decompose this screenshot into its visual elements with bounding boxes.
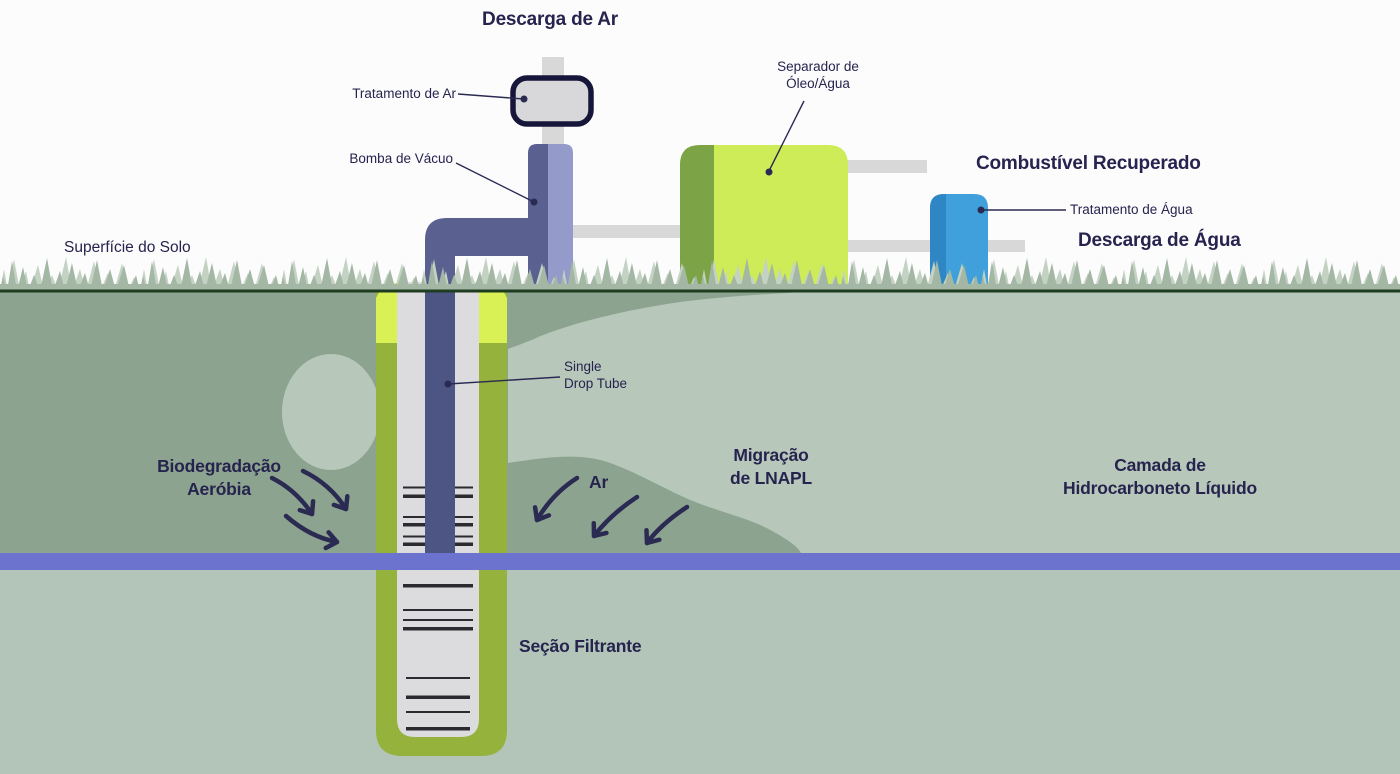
label-filter-section: Seção Filtrante: [519, 636, 642, 656]
soil-below-water-region: [0, 570, 1400, 774]
title-air-discharge: Descarga de Ar: [482, 9, 618, 30]
label-line: Biodegradação: [157, 456, 281, 476]
label-vacuum-pump: Bomba de Vácuo: [349, 151, 453, 166]
grass-band: [0, 251, 1400, 291]
arrow-down-right-icon: [269, 475, 316, 517]
arrow-down-right-icon: [283, 513, 340, 551]
label-line: Drop Tube: [564, 376, 628, 391]
surface-line: [0, 289, 1400, 293]
label-line: Hidrocarboneto Líquido: [1063, 477, 1257, 498]
label-soil-surface: Superfície do Solo: [64, 239, 191, 256]
vapor-plume-blob: [282, 354, 380, 470]
label-line: de LNAPL: [729, 467, 812, 488]
label-lnapl-migration: Migração de LNAPL: [671, 444, 871, 489]
label-recovered-fuel: Combustível Recuperado: [976, 153, 1201, 174]
leader-dots: [444, 95, 985, 388]
pump-to-separator-pipe: [570, 225, 685, 238]
leader-dot: [977, 206, 985, 214]
label-air: Ar: [589, 472, 609, 492]
well-cap-right: [479, 283, 507, 343]
label-oil-water-separator: Separador de Óleo/Água: [733, 58, 903, 92]
arrow-down-right-icon: [300, 468, 350, 512]
leader-dot: [765, 168, 773, 176]
recovered-fuel-pipe: [845, 160, 927, 173]
label-water-treatment: Tratamento de Água: [1070, 202, 1193, 217]
arrow-down-left-icon: [591, 494, 640, 539]
label-line: Migração: [733, 445, 809, 465]
label-line: Óleo/Água: [786, 76, 850, 91]
label-water-discharge: Descarga de Água: [1078, 230, 1241, 251]
leader-lines: [447, 93, 1066, 385]
single-drop-tube: [425, 282, 455, 555]
leader-dot: [444, 380, 452, 388]
air-treatment-box: [510, 75, 594, 127]
label-single-drop-tube: Single Drop Tube: [564, 358, 627, 392]
arrow-down-left-icon: [644, 504, 690, 546]
biodegradation-arrows: [269, 468, 350, 551]
label-line: Single: [564, 359, 602, 374]
air-flow-arrows: [532, 475, 690, 546]
leader-dot: [530, 198, 538, 206]
label-line: Separador de: [777, 59, 859, 74]
leader-vacuum-pump: [455, 162, 535, 203]
label-aerobic-biodegradation: Biodegradação Aeróbia: [119, 455, 319, 500]
label-air-treatment: Tratamento de Ar: [352, 86, 456, 101]
leader-separator: [768, 100, 805, 172]
label-line: Aeróbia: [187, 478, 251, 499]
water-table-band: [0, 553, 1400, 570]
label-line: Camada de: [1114, 455, 1206, 475]
label-hydrocarbon-layer: Camada de Hidrocarboneto Líquido: [1030, 454, 1290, 499]
leader-drop-tube: [447, 376, 561, 385]
leader-dot: [520, 95, 528, 103]
well-cap-left: [376, 283, 397, 343]
arrow-down-left-icon: [532, 475, 580, 523]
leader-air-treatment: [457, 93, 525, 100]
